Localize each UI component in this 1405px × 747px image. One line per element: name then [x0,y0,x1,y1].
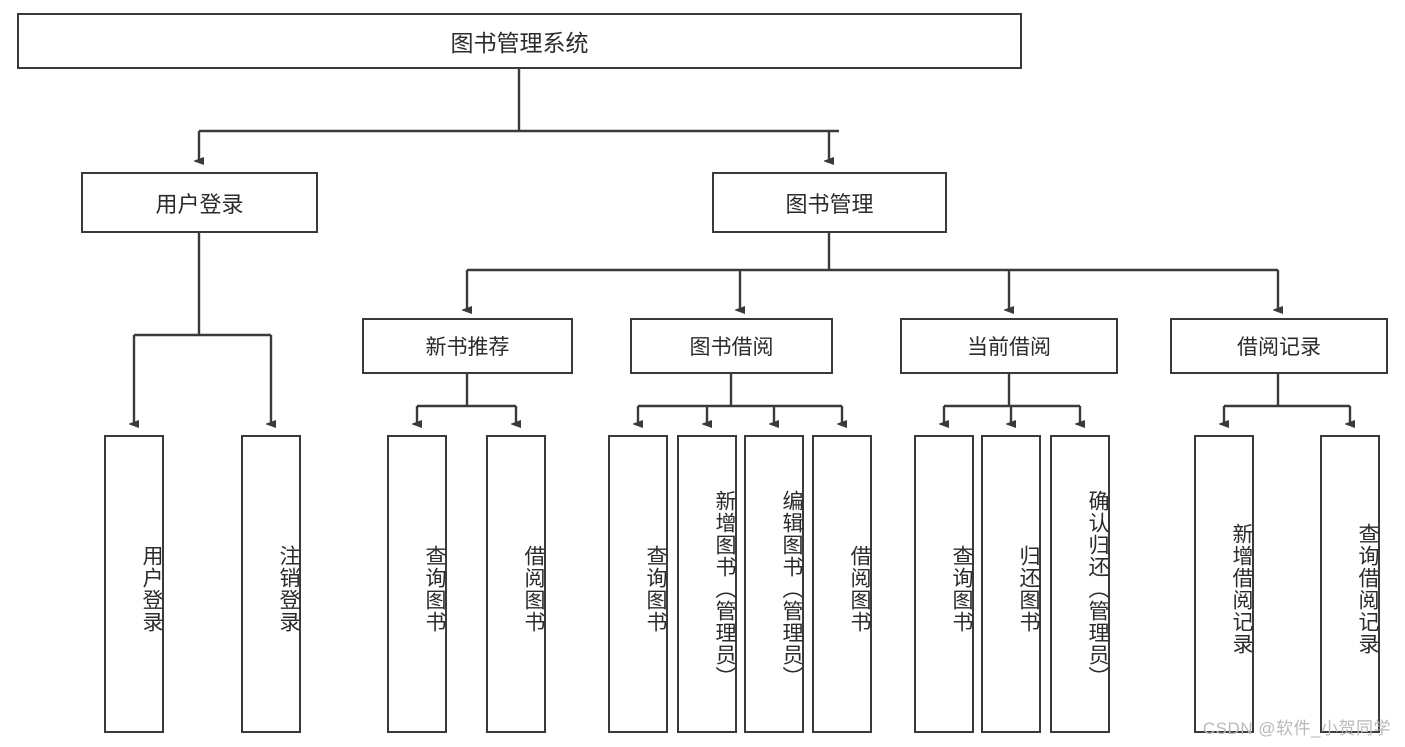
node-user-login[interactable]: 用户登录 [81,172,318,233]
node-label: 归还图书 [1017,545,1040,633]
node-label: 新增借阅记录 [1230,523,1253,655]
leaf-user-login-logout[interactable]: 注销登录 [241,435,301,733]
leaf-current-query-book[interactable]: 查询图书 [914,435,974,733]
node-label: 图书管理系统 [450,30,589,56]
node-label: 查询图书 [644,545,667,633]
node-current-borrow[interactable]: 当前借阅 [900,318,1118,374]
watermark: CSDN @软件_小贺同学 [1202,719,1391,738]
leaf-record-add-record[interactable]: 新增借阅记录 [1194,435,1254,733]
node-label: 当前借阅 [967,336,1051,359]
leaf-recommend-borrow-book[interactable]: 借阅图书 [486,435,546,733]
leaf-borrow-edit-book-admin[interactable]: 编辑图书（管理员） [744,435,804,733]
node-label: 借阅记录 [1237,336,1321,359]
leaf-record-query-record[interactable]: 查询借阅记录 [1320,435,1380,733]
node-label: 新书推荐 [425,336,510,359]
node-label: 借阅图书 [848,545,871,633]
leaf-current-confirm-return-admin[interactable]: 确认归还（管理员） [1050,435,1110,733]
node-borrow-record[interactable]: 借阅记录 [1170,318,1388,374]
node-label: 用户登录 [140,545,163,633]
leaf-borrow-query-book[interactable]: 查询图书 [608,435,668,733]
node-label: 查询图书 [950,545,973,633]
node-label: 注销登录 [277,545,300,633]
node-label: 编辑图书（管理员） [780,490,803,688]
node-label: 用户登录 [155,191,244,217]
node-book-borrow[interactable]: 图书借阅 [630,318,833,374]
leaf-borrow-add-book-admin[interactable]: 新增图书（管理员） [677,435,737,733]
node-book-management[interactable]: 图书管理 [712,172,947,233]
leaf-user-login-login[interactable]: 用户登录 [104,435,164,733]
node-label: 确认归还（管理员） [1086,490,1109,688]
leaf-current-return-book[interactable]: 归还图书 [981,435,1041,733]
node-root-system[interactable]: 图书管理系统 [17,13,1022,69]
node-label: 查询借阅记录 [1356,523,1379,655]
node-label: 借阅图书 [522,545,545,633]
leaf-borrow-borrow-book[interactable]: 借阅图书 [812,435,872,733]
leaf-recommend-query-book[interactable]: 查询图书 [387,435,447,733]
node-label: 新增图书（管理员） [713,490,736,688]
node-new-book-recommend[interactable]: 新书推荐 [362,318,573,374]
node-label: 图书管理 [785,191,874,217]
node-label: 查询图书 [423,545,446,633]
node-label: 图书借阅 [689,336,774,359]
